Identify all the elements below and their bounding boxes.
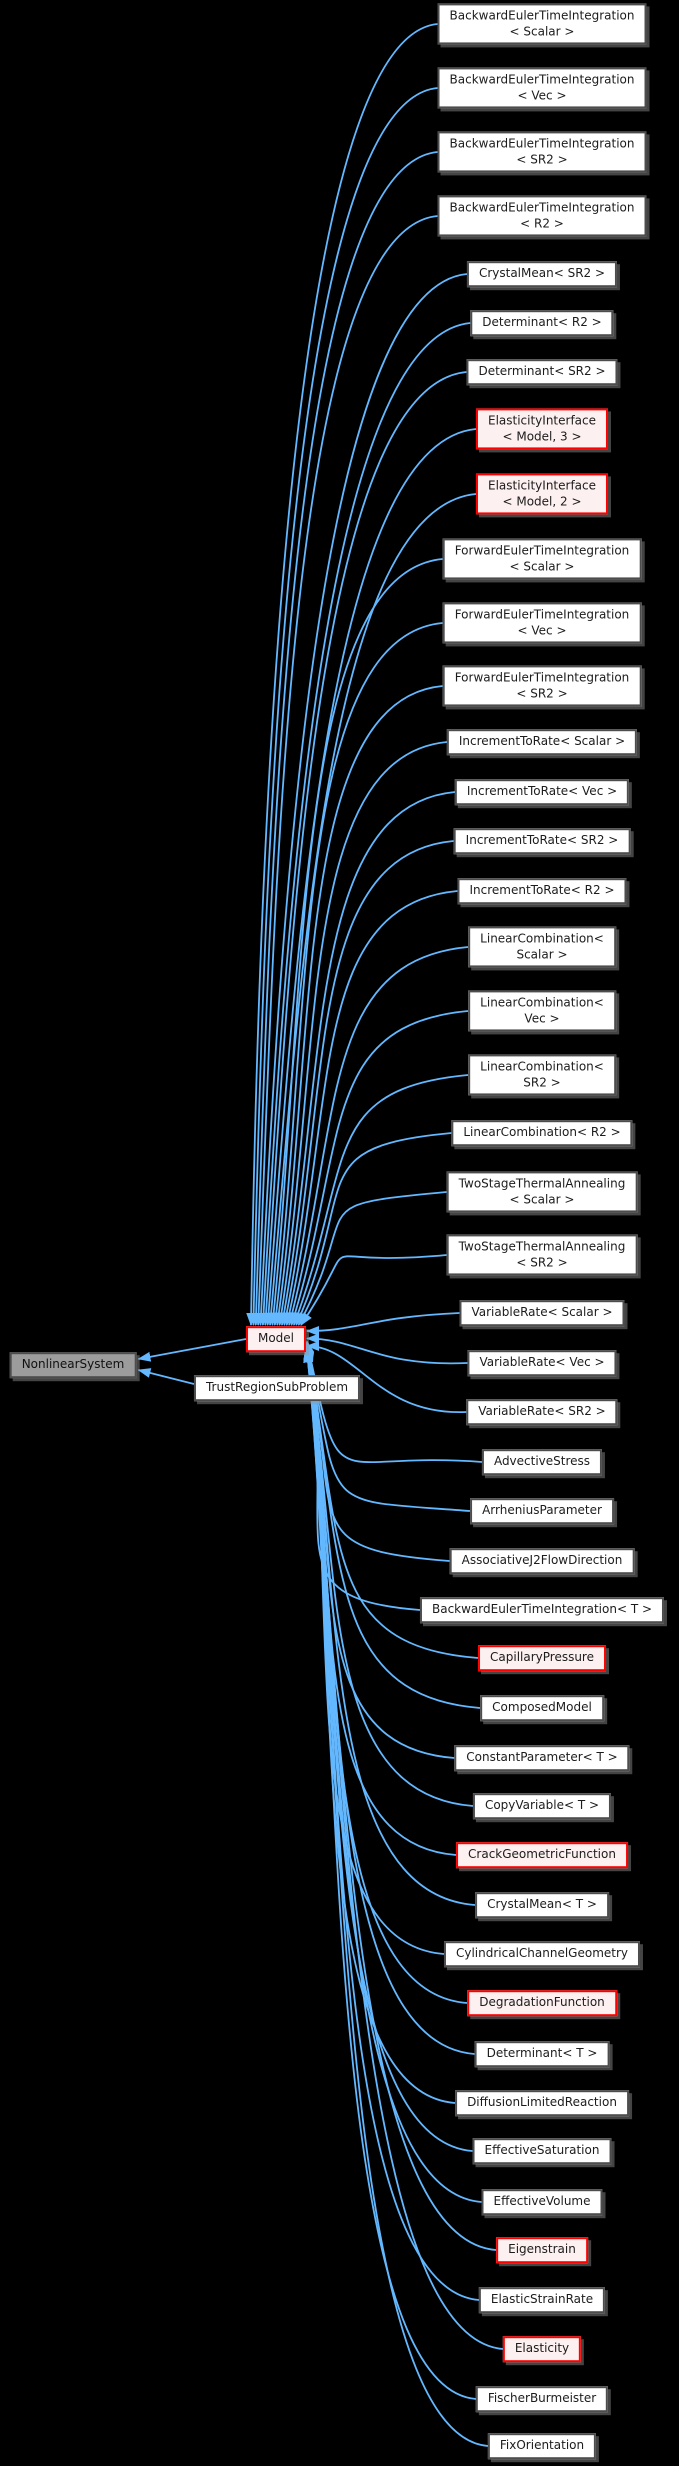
inheritance-edge: [284, 890, 458, 1326]
inheritance-edge: [276, 741, 448, 1326]
inheritance-edge: [137, 1368, 195, 1385]
inheritance-edge: [300, 1254, 447, 1326]
class-node-composed-model[interactable]: ComposedModel: [480, 1695, 604, 1721]
class-node-effective-volume[interactable]: EffectiveVolume: [481, 2189, 603, 2215]
inheritance-edge: [258, 322, 471, 1326]
class-node-linear-combination-scalar[interactable]: LinearCombination< Scalar >: [468, 926, 616, 968]
class-node-forward-euler-time-integration-scalar[interactable]: ForwardEulerTimeIntegration < Scalar >: [442, 538, 642, 580]
class-node-forward-euler-time-integration-sr2[interactable]: ForwardEulerTimeIntegration < SR2 >: [442, 665, 642, 707]
class-node-backward-euler-time-integration-sr2[interactable]: BackwardEulerTimeIntegration < SR2 >: [437, 131, 647, 173]
class-node-determinant-sr2[interactable]: Determinant< SR2 >: [466, 359, 618, 385]
inheritance-edge: [290, 1010, 469, 1326]
class-node-increment-to-rate-r2[interactable]: IncrementToRate< R2 >: [457, 878, 627, 904]
inheritance-edge: [281, 840, 454, 1326]
class-node-increment-to-rate-scalar[interactable]: IncrementToRate< Scalar >: [446, 729, 638, 755]
class-node-increment-to-rate-vec[interactable]: IncrementToRate< Vec >: [454, 779, 630, 805]
class-node-variable-rate-sr2[interactable]: VariableRate< SR2 >: [466, 1399, 618, 1425]
class-node-elastic-strain-rate[interactable]: ElasticStrainRate: [478, 2287, 606, 2313]
class-node-backward-euler-time-integration-vec[interactable]: BackwardEulerTimeIntegration < Vec >: [437, 67, 647, 109]
inheritance-edge: [303, 1343, 474, 1807]
class-node-determinant-t[interactable]: Determinant< T >: [474, 2041, 610, 2067]
inheritance-edge: [251, 151, 438, 1326]
class-node-two-stage-thermal-annealing-sr2[interactable]: TwoStageThermalAnnealing < SR2 >: [446, 1234, 638, 1276]
inheritance-edge: [256, 273, 468, 1326]
inheritance-edge: [304, 1340, 471, 1512]
inheritance-edge: [287, 946, 469, 1326]
class-node-eigenstrain[interactable]: Eigenstrain: [496, 2237, 588, 2263]
inheritance-edge: [137, 1338, 247, 1362]
class-node-backward-euler-time-integration-t[interactable]: BackwardEulerTimeIntegration< T >: [419, 1597, 665, 1623]
class-node-crystal-mean-t[interactable]: CrystalMean< T >: [475, 1892, 609, 1918]
class-node-forward-euler-time-integration-vec[interactable]: ForwardEulerTimeIntegration < Vec >: [442, 602, 642, 644]
inheritance-edge: [253, 215, 438, 1326]
inheritance-edge: [279, 791, 456, 1326]
class-node-elasticity-interface-model-3[interactable]: ElasticityInterface < Model, 3 >: [475, 408, 609, 450]
class-node-advective-stress[interactable]: AdvectiveStress: [481, 1449, 603, 1475]
inheritance-edge: [261, 371, 467, 1326]
class-node-trust-region-sub-problem[interactable]: TrustRegionSubProblem: [193, 1375, 361, 1401]
class-node-arrhenius-parameter[interactable]: ArrheniusParameter: [470, 1498, 614, 1524]
inheritance-edge: [303, 1344, 476, 1906]
class-node-cylindrical-channel-geometry[interactable]: CylindricalChannelGeometry: [443, 1941, 641, 1967]
class-node-increment-to-rate-sr2[interactable]: IncrementToRate< SR2 >: [453, 828, 631, 854]
class-node-capillary-pressure[interactable]: CapillaryPressure: [478, 1645, 606, 1671]
inheritance-edge: [297, 1191, 447, 1326]
inheritance-edge: [268, 558, 443, 1326]
class-node-linear-combination-r2[interactable]: LinearCombination< R2 >: [451, 1120, 633, 1146]
class-node-backward-euler-time-integration-scalar[interactable]: BackwardEulerTimeIntegration < Scalar >: [437, 3, 647, 45]
class-node-degradation-function[interactable]: DegradationFunction: [467, 1990, 617, 2016]
class-node-diffusion-limited-reaction[interactable]: DiffusionLimitedReaction: [455, 2090, 629, 2116]
class-node-two-stage-thermal-annealing-scalar[interactable]: TwoStageThermalAnnealing < Scalar >: [446, 1171, 638, 1213]
inheritance-edge: [295, 1132, 452, 1326]
inheritance-edge: [306, 1312, 460, 1336]
inheritance-edge: [263, 428, 477, 1326]
inheritance-edge: [306, 1341, 467, 1413]
class-node-constant-parameter-t[interactable]: ConstantParameter< T >: [454, 1745, 630, 1771]
class-node-variable-rate-vec[interactable]: VariableRate< Vec >: [467, 1350, 617, 1376]
inheritance-edge: [271, 622, 443, 1326]
inheritance-edge: [248, 87, 438, 1326]
class-node-crystal-mean-sr2[interactable]: CrystalMean< SR2 >: [466, 261, 618, 287]
class-node-variable-rate-scalar[interactable]: VariableRate< Scalar >: [459, 1300, 625, 1326]
inheritance-edge: [303, 1348, 504, 2350]
inheritance-edge: [246, 23, 438, 1326]
inheritance-edge: [304, 1342, 481, 1709]
class-node-fischer-burmeister[interactable]: FischerBurmeister: [475, 2386, 609, 2412]
inheritance-edge: [306, 1333, 468, 1365]
class-node-backward-euler-time-integration-r2[interactable]: BackwardEulerTimeIntegration < R2 >: [437, 195, 647, 237]
class-node-model[interactable]: Model: [245, 1326, 307, 1352]
class-node-elasticity-interface-model-2[interactable]: ElasticityInterface < Model, 2 >: [475, 473, 609, 515]
class-node-nonlinear-system[interactable]: NonlinearSystem: [9, 1352, 137, 1378]
inheritance-edge: [293, 1074, 469, 1326]
class-node-crack-geometric-function[interactable]: CrackGeometricFunction: [456, 1842, 628, 1868]
class-node-linear-combination-vec[interactable]: LinearCombination< Vec >: [468, 990, 616, 1032]
class-node-effective-saturation[interactable]: EffectiveSaturation: [472, 2138, 612, 2164]
class-node-associative-j2-flow-direction[interactable]: AssociativeJ2FlowDirection: [449, 1548, 635, 1574]
class-node-linear-combination-sr2[interactable]: LinearCombination< SR2 >: [468, 1054, 616, 1096]
class-node-fix-orientation[interactable]: FixOrientation: [487, 2433, 597, 2459]
class-node-copy-variable-t[interactable]: CopyVariable< T >: [472, 1793, 612, 1819]
inheritance-edge: [273, 685, 443, 1326]
inheritance-edge: [266, 493, 477, 1326]
class-node-elasticity[interactable]: Elasticity: [502, 2336, 582, 2362]
inheritance-edge: [303, 1349, 489, 2447]
class-node-determinant-r2[interactable]: Determinant< R2 >: [470, 310, 614, 336]
